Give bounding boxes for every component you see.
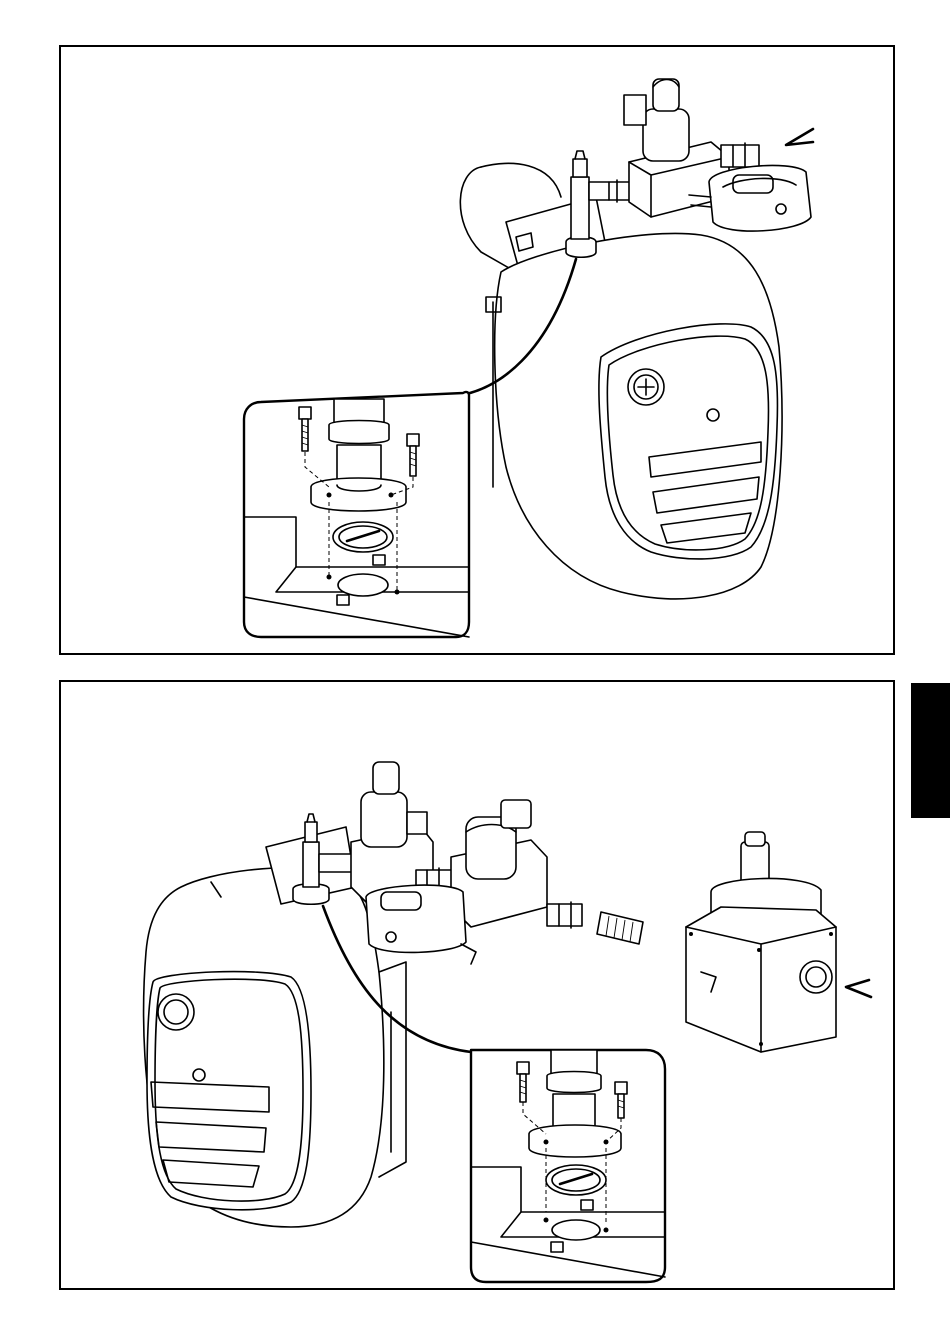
gas-inlet-flange <box>566 237 596 258</box>
gasket-icon <box>333 522 393 552</box>
flow-arrow-icon <box>846 980 871 997</box>
solenoid-valve-icon <box>643 109 689 161</box>
figure-panel-top <box>59 45 895 655</box>
pressure-regulator-icon <box>686 832 836 1052</box>
burner-diagram-bottom <box>61 682 897 1292</box>
gasket-icon <box>546 1165 606 1195</box>
fan-housing <box>460 167 516 272</box>
nipple-fitting <box>597 912 643 944</box>
flow-arrow-icon <box>786 129 813 145</box>
front-cover <box>599 324 778 559</box>
solenoid-valve-icon <box>361 792 407 847</box>
burner-diagram-top <box>61 47 897 657</box>
figure-panel-bottom <box>59 680 895 1290</box>
section-tab <box>911 683 950 818</box>
